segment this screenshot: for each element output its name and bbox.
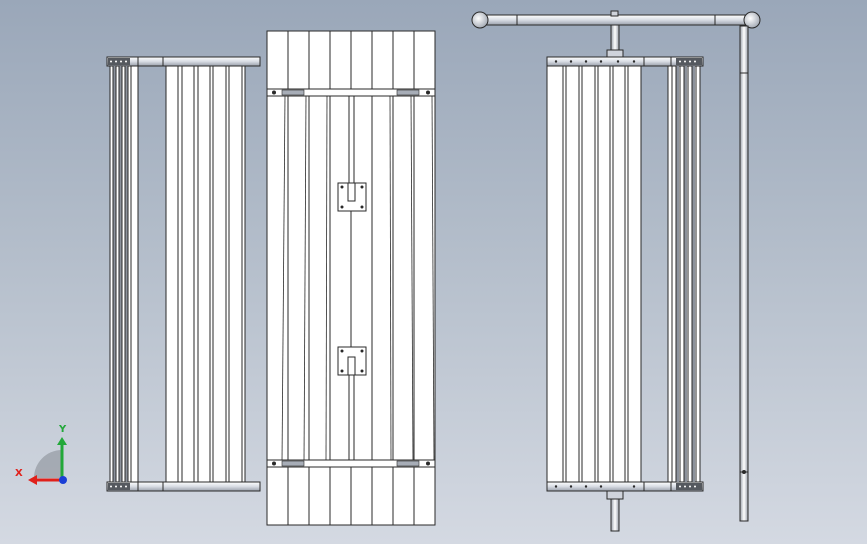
front-view xyxy=(266,30,436,526)
z-axis-dot xyxy=(59,476,67,484)
coordinate-triad xyxy=(28,437,67,485)
triad-plane-sector xyxy=(34,450,62,478)
left-side-view xyxy=(106,56,261,492)
x-axis-label: X xyxy=(15,468,23,479)
arm-end-ball-right xyxy=(743,11,761,29)
vertical-pole xyxy=(739,25,749,522)
right-view-with-bracket xyxy=(471,10,761,532)
arm-end-ball-left xyxy=(471,11,489,29)
y-axis-label: Y xyxy=(59,424,67,435)
